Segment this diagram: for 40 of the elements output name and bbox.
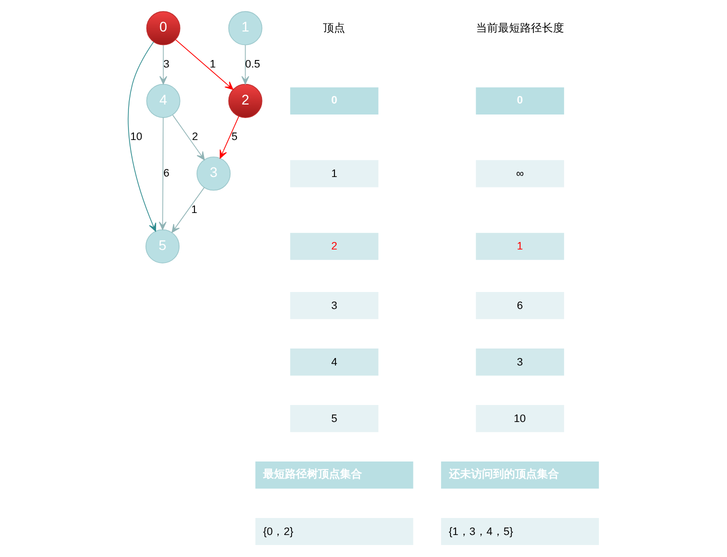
label: 3 (331, 300, 338, 312)
label: {1，3，4，5} (448, 526, 514, 538)
arrow (220, 116, 240, 159)
node-circle: 2 (228, 84, 262, 118)
label: 10 (514, 412, 526, 425)
label: 6 (516, 300, 523, 312)
arrow (128, 41, 156, 232)
node-circle: 4 (146, 84, 180, 118)
edge-label: 1 (210, 58, 216, 70)
label: 2 (331, 240, 338, 253)
arrow (159, 44, 168, 84)
label: 顶点 (323, 22, 346, 34)
edge-label: 2 (192, 131, 198, 144)
edge-label: 1 (191, 204, 198, 216)
label: 5 (331, 412, 338, 425)
label: 1 (516, 240, 523, 253)
arrow (241, 44, 250, 84)
label: 4 (331, 356, 338, 368)
node-circle: 5 (146, 229, 180, 264)
edge-label: 3 (163, 58, 170, 70)
label: 还未访问到的顶点集合 (448, 468, 559, 480)
node-circle: 0 (146, 11, 180, 46)
arrow (172, 114, 205, 160)
label: {0，2} (263, 526, 294, 538)
edge-label: 0.5 (245, 58, 260, 70)
edge-label: 5 (231, 131, 238, 144)
label: 0 (331, 94, 338, 106)
label: 0 (516, 94, 523, 106)
arrow (175, 39, 234, 90)
edge-label: 10 (130, 131, 142, 144)
label: 最短路径树顶点集合 (263, 468, 362, 480)
label: 3 (516, 356, 523, 368)
label: 1 (331, 168, 338, 180)
node-circle: 1 (228, 11, 262, 46)
arrow (158, 117, 167, 230)
node-circle: 3 (196, 156, 231, 191)
label: ∞ (516, 168, 524, 180)
edge-label: 6 (163, 168, 170, 180)
label: 当前最短路径长度 (476, 22, 564, 34)
arrow (172, 187, 205, 233)
